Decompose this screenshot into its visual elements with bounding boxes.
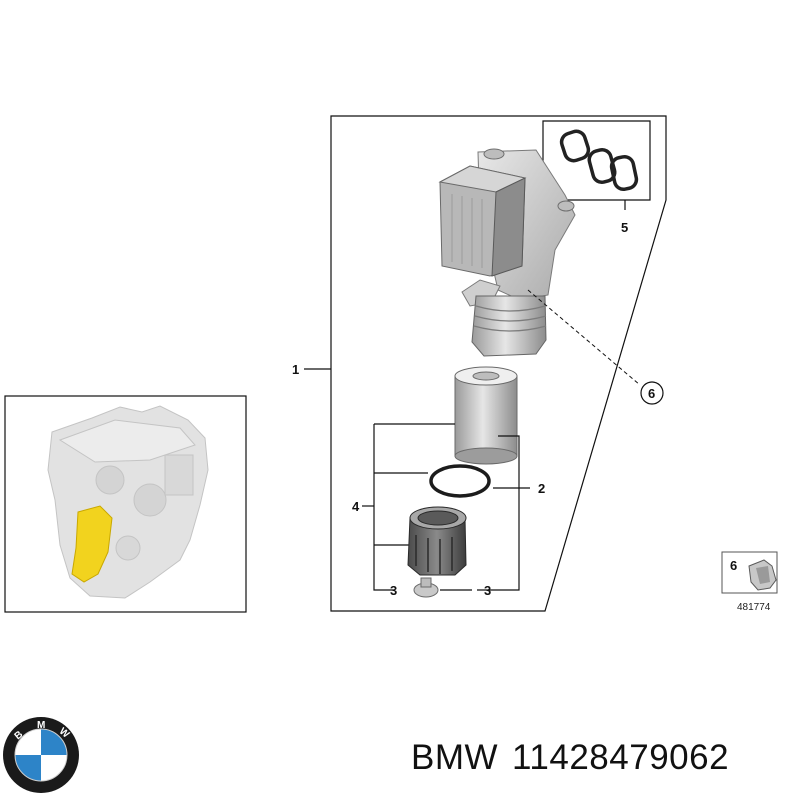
part-6-inset: [721, 551, 778, 594]
leader-6: [527, 289, 664, 405]
filter-cap: [407, 506, 467, 576]
callout-1: 1: [292, 362, 299, 377]
drain-plug: [413, 577, 439, 598]
callout-4: 4: [352, 499, 360, 514]
oil-filter-housing-highlight: [71, 505, 113, 583]
o-ring: [429, 464, 491, 498]
oil-filter-housing: [438, 148, 576, 357]
bmw-logo-icon: B M W: [3, 717, 79, 793]
callout-3-right: 3: [484, 583, 491, 598]
kit-bracket: [362, 423, 530, 591]
part-6-inset-code: 481774: [737, 602, 771, 613]
engine-locator-inset: [4, 395, 247, 613]
bmw-logo-letter-m: M: [37, 720, 45, 731]
assembly-frame: [304, 115, 667, 612]
oil-filter-element: [454, 366, 518, 465]
callout-2: 2: [538, 481, 545, 496]
brand-part-label: BMW 11428479062: [411, 738, 729, 778]
part-number: 11428479062: [512, 738, 730, 777]
gasket-set: [559, 129, 639, 192]
callout-5: 5: [621, 220, 628, 235]
callout-6: 6: [648, 386, 655, 401]
brand-name: BMW: [411, 738, 499, 777]
part-6-inset-number: 6: [730, 558, 737, 573]
callout-3-left: 3: [390, 583, 397, 598]
